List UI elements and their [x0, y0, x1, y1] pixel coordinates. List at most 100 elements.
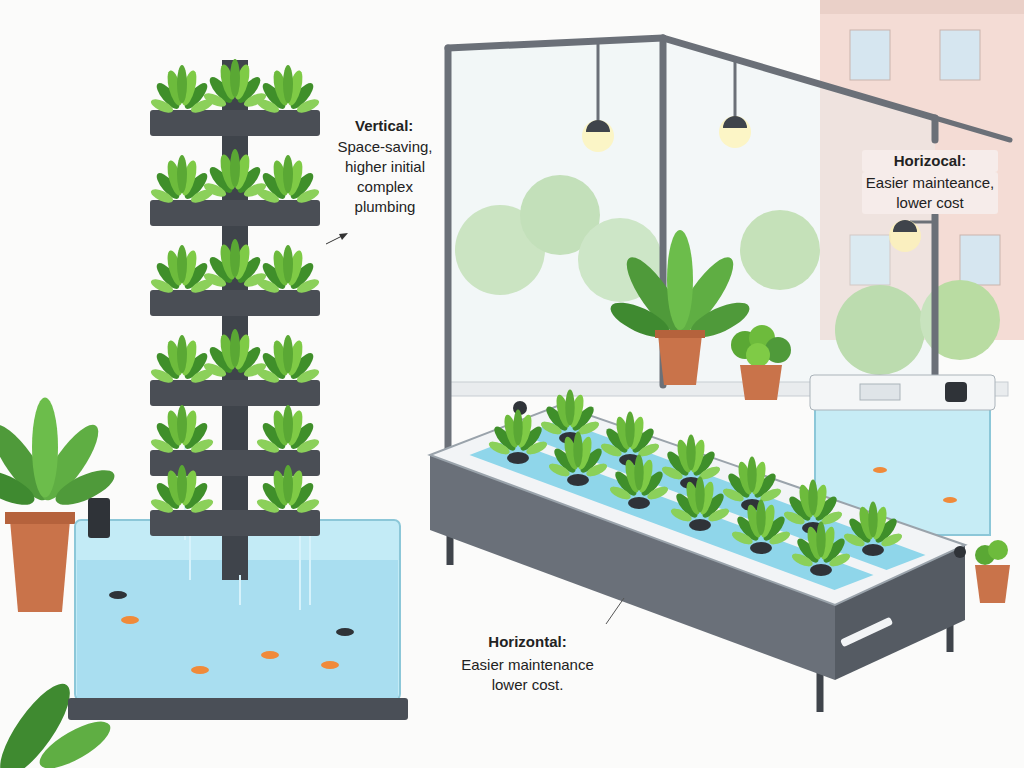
- bed-plants-use: [539, 390, 601, 437]
- grow-lamp-line: [597, 41, 600, 122]
- tower-plants-use: [149, 405, 215, 456]
- potted-plant: [606, 230, 791, 400]
- net-pots-ellipse: [689, 519, 711, 531]
- tower-trays-rect: [150, 200, 320, 226]
- building-rect: [940, 30, 980, 80]
- tower-trays-rect: [150, 450, 320, 476]
- potted-plant-polygon: [10, 520, 70, 612]
- building-rect: [960, 235, 1000, 285]
- net-pots-ellipse: [507, 452, 529, 464]
- tower-plants-use: [255, 405, 321, 456]
- tower-trays-rect: [150, 290, 320, 316]
- grow-lamp-path: [586, 120, 610, 132]
- tower-plants-use: [149, 65, 215, 116]
- bed-plants-use: [608, 455, 670, 502]
- tower-trays-rect: [150, 510, 320, 536]
- fish-tank-rect: [860, 384, 900, 400]
- tower-plants-use: [149, 245, 215, 296]
- net-pots-ellipse: [750, 542, 772, 554]
- tower-plants-use: [149, 335, 215, 386]
- building-rect: [850, 30, 890, 80]
- leader-arrow-line: [326, 236, 342, 244]
- tower-plants-use: [255, 245, 321, 296]
- vertical-tower-ellipse: [191, 666, 209, 674]
- potted-plant-use: [0, 398, 119, 512]
- greenhouse-frame: [448, 38, 1010, 470]
- horizontal-grow-bed-circle: [954, 546, 966, 558]
- tower-trays-rect: [150, 110, 320, 136]
- leader-arrow: [326, 233, 348, 244]
- bed-plants: [487, 390, 904, 569]
- greenhouse-frame-line: [935, 118, 1010, 140]
- bed-plants-use: [782, 480, 844, 527]
- grow-lamp-line: [734, 59, 737, 118]
- potted-plant-circle: [988, 540, 1008, 560]
- tower-plants: [149, 59, 321, 516]
- horizontal-grow-bed-polygon: [430, 405, 965, 605]
- fish-tank-rect: [945, 382, 967, 402]
- bed-plants-use: [790, 522, 852, 569]
- grow-lamp: [582, 41, 935, 252]
- bed-plants-use: [487, 410, 549, 457]
- horizontal-grow-bed: [430, 401, 966, 712]
- building-rect: [820, 0, 1024, 14]
- tower-plants-use: [149, 465, 215, 516]
- potted-plant: [975, 540, 1010, 603]
- callout-note: Easier mainteance, lower cost: [862, 172, 998, 214]
- bed-plants-use: [721, 457, 783, 504]
- potted-plant-polygon: [975, 565, 1010, 603]
- tower-trays-rect: [150, 380, 320, 406]
- greenhouse-frame-line: [445, 48, 452, 470]
- vertical-tower-ellipse: [109, 591, 127, 599]
- vertical-tower-rect: [77, 560, 398, 698]
- greenhouse-frame-line: [663, 38, 935, 118]
- tower-plants-use: [255, 465, 321, 516]
- callout-note: Easier maintenance lower cost.: [455, 655, 600, 695]
- fish-tank-ellipse: [943, 497, 957, 503]
- bed-plants-use: [669, 477, 731, 524]
- net-pots: [507, 432, 884, 576]
- glass-panes-polygon: [663, 38, 935, 400]
- net-pots-ellipse: [628, 497, 650, 509]
- vertical-tower-ellipse: [321, 661, 339, 669]
- vertical-tower-rect: [88, 498, 110, 538]
- net-pots-ellipse: [567, 474, 589, 486]
- vertical-tower-ellipse: [336, 628, 354, 636]
- greenhouse-frame-line: [448, 38, 663, 48]
- vertical-tower-ellipse: [121, 616, 139, 624]
- foreground-leaves-ellipse: [33, 713, 116, 768]
- potted-plant-rect: [655, 330, 705, 338]
- potted-plant-polygon: [658, 335, 702, 385]
- potted-plant-rect: [5, 512, 75, 524]
- potted-plant-circle: [746, 343, 770, 367]
- callout-heading: Horizontal:: [455, 632, 600, 652]
- leader-arrow-polygon: [339, 233, 348, 240]
- bed-plants-use: [547, 432, 609, 479]
- potted-plant-use: [606, 230, 754, 344]
- bed-plants-use: [660, 435, 722, 482]
- leader-line: [606, 598, 624, 624]
- callout-note: Space-saving, higher initial complex plu…: [335, 137, 435, 217]
- bed-plants-use: [842, 502, 904, 549]
- tower-trays: [150, 110, 320, 536]
- tower-plants-use: [255, 155, 321, 206]
- callout-heading: Horizocal:: [862, 150, 998, 172]
- vertical-tower-g-path: [239, 575, 241, 605]
- bed-plants-use: [599, 412, 661, 459]
- tower-plants-use: [149, 155, 215, 206]
- callout-heading: Vertical:: [355, 116, 455, 136]
- horizontal-grow-bed-line: [817, 670, 824, 712]
- net-pots-ellipse: [862, 544, 884, 556]
- net-pots-ellipse: [810, 564, 832, 576]
- tower-plants-use: [255, 65, 321, 116]
- vertical-tower-ellipse: [261, 651, 279, 659]
- potted-plant-polygon: [740, 365, 782, 400]
- grow-lamp-circle: [889, 220, 921, 252]
- vertical-tower-rect: [68, 698, 408, 720]
- grow-lamp-path: [723, 116, 747, 128]
- grow-lamp-circle: [582, 120, 614, 152]
- glass-panes-polygon: [448, 38, 663, 390]
